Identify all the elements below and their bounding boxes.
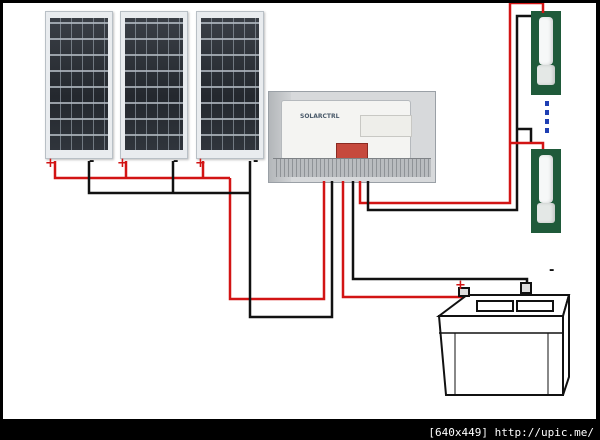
pv-positive-to-controller: [228, 178, 326, 301]
controller-brand: SOLARCTRL: [300, 113, 340, 120]
battery: [436, 282, 571, 396]
pv-negative-to-controller: [248, 181, 334, 319]
diagram-canvas: + - + - + - SOLARCTRL: [3, 3, 596, 419]
panel-1-positive-label: +: [45, 156, 56, 171]
solar-panel-1: [45, 11, 113, 159]
footer-credit: [640x449] http://upic.me/: [428, 426, 594, 439]
wiring-diagram: + -: [53, 3, 571, 396]
panel-3-negative-label: -: [253, 154, 259, 169]
battery-positive-label: +: [455, 278, 466, 293]
lamp-1: [531, 11, 561, 95]
battery-negative-wire: [351, 181, 529, 289]
controller-heatsink: [273, 158, 431, 177]
lamp-1-negative-link: [517, 127, 533, 143]
panel-1-positive-wire: [53, 161, 230, 180]
load-positive-wire: [358, 3, 545, 205]
panel-1-negative-wire: [87, 161, 250, 195]
footer-url[interactable]: http://upic.me/: [494, 426, 594, 439]
controller-label-plate: [360, 115, 412, 137]
panel-2-positive-label: +: [117, 156, 128, 171]
lamp-2: [531, 149, 561, 233]
charge-controller: SOLARCTRL: [268, 91, 436, 183]
panel-2-negative-label: -: [173, 154, 179, 169]
controller-housing: SOLARCTRL: [281, 100, 412, 160]
solar-panel-2: [120, 11, 188, 159]
load-negative-wire: [366, 14, 531, 212]
lamp-2-positive-link: [510, 141, 545, 149]
panel-3-positive-label: +: [195, 156, 206, 171]
battery-negative-label: -: [549, 263, 554, 278]
footer-image-size: [640x449]: [428, 426, 489, 439]
solar-panel-3: [196, 11, 264, 159]
panel-1-negative-label: -: [89, 154, 95, 169]
